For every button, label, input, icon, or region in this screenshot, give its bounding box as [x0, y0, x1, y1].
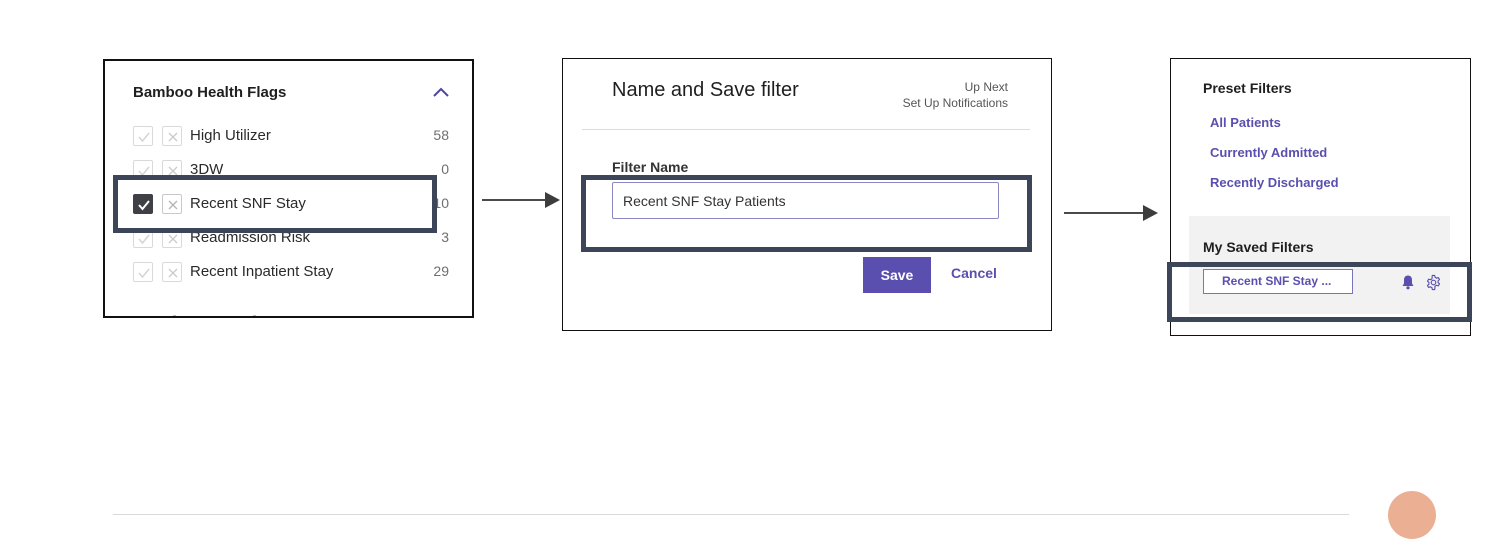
divider — [582, 129, 1030, 130]
chevron-up-icon[interactable] — [431, 83, 451, 101]
highlight-filter-name-field — [581, 175, 1032, 252]
flag-row-recent-inpatient-stay[interactable]: Recent Inpatient Stay 29 — [133, 261, 449, 283]
highlight-saved-filter — [1167, 262, 1472, 322]
saved-filters-title: My Saved Filters — [1203, 239, 1314, 255]
save-panel-title: Name and Save filter — [612, 79, 799, 101]
up-next-label: Up Next — [964, 80, 1008, 94]
exclude-x-icon[interactable] — [162, 126, 182, 146]
preset-filter-recently-discharged[interactable]: Recently Discharged — [1210, 175, 1339, 190]
bamboo-health-flags-panel: Bamboo Health Flags High Utilizer 58 3DW… — [103, 59, 474, 318]
exclude-x-icon[interactable] — [162, 194, 182, 214]
include-checkbox[interactable] — [133, 262, 153, 282]
decorative-circle — [1388, 491, 1436, 539]
flag-count: 3 — [441, 229, 449, 245]
saved-filter-chip[interactable]: Recent SNF Stay ... — [1203, 269, 1353, 294]
flag-label: High Utilizer — [190, 127, 271, 144]
flag-label: 3DW — [190, 161, 224, 178]
gear-icon[interactable] — [1425, 274, 1442, 291]
flag-label: Recent Inpatient Stay — [190, 263, 334, 280]
flag-count: 29 — [433, 263, 449, 279]
filter-name-label: Filter Name — [612, 159, 689, 175]
flag-count: 10 — [433, 195, 449, 211]
flag-label: Recent SNF Stay — [190, 195, 306, 212]
preset-filter-all-patients[interactable]: All Patients — [1210, 115, 1281, 130]
flow-arrow-right-icon — [1064, 205, 1158, 221]
include-checkbox[interactable] — [133, 126, 153, 146]
flag-row-recent-snf-stay[interactable]: Recent SNF Stay 10 — [133, 193, 449, 215]
next-step-label: Set Up Notifications — [902, 96, 1008, 110]
cancel-button[interactable]: Cancel — [951, 265, 997, 281]
flag-row-high-utilizer[interactable]: High Utilizer 58 — [133, 125, 449, 147]
preset-filter-currently-admitted[interactable]: Currently Admitted — [1210, 145, 1328, 160]
flag-count: 0 — [441, 161, 449, 177]
flag-count: 58 — [433, 127, 449, 143]
exclude-x-icon[interactable] — [162, 262, 182, 282]
flags-panel-title: Bamboo Health Flags — [133, 84, 287, 101]
save-button[interactable]: Save — [863, 257, 931, 293]
preset-filters-title: Preset Filters — [1203, 80, 1292, 96]
highlight-selected-flag — [113, 175, 437, 233]
filter-name-input[interactable] — [612, 182, 999, 219]
flag-label: Readmission Risk — [190, 229, 311, 246]
footer-divider — [113, 514, 1349, 515]
flow-arrow-right-icon — [482, 192, 560, 208]
bell-icon[interactable] — [1400, 274, 1416, 290]
cut-off-row-fragment — [173, 315, 256, 316]
checked-checkbox-icon[interactable] — [133, 194, 153, 214]
name-and-save-filter-panel: Name and Save filter Up Next Set Up Noti… — [562, 58, 1052, 331]
up-next-indicator: Up Next Set Up Notifications — [903, 79, 1008, 111]
